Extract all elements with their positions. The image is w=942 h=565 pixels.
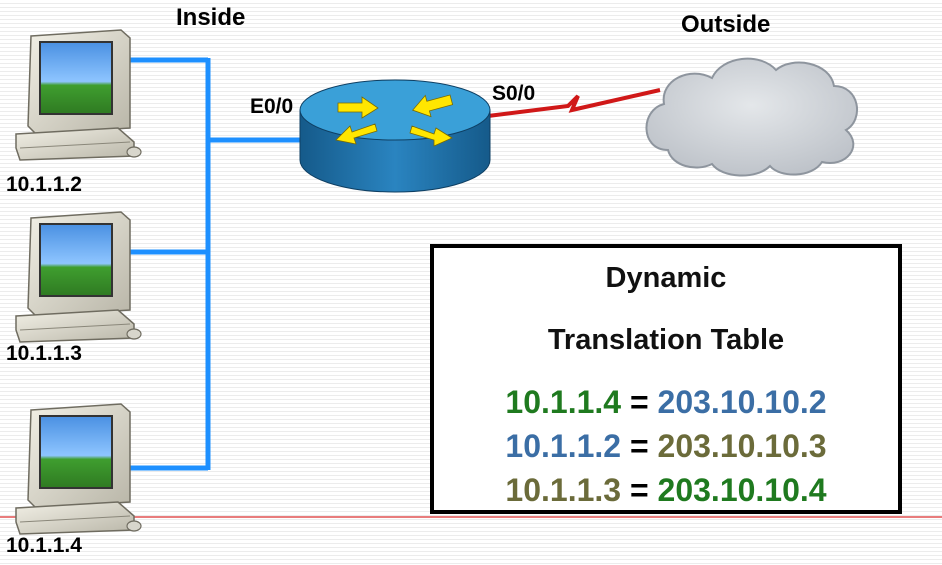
s0-0-interface-label: S0/0	[492, 82, 536, 105]
outside-address: 203.10.10.3	[657, 428, 827, 464]
host-ip-label: 10.1.1.4	[6, 534, 82, 557]
inside-address: 10.1.1.3	[505, 472, 622, 508]
wan-link	[487, 88, 661, 118]
inside-label: Inside	[176, 4, 246, 31]
e0-0-interface-label: E0/0	[250, 95, 294, 118]
pc-icon	[15, 29, 142, 161]
inside-address: 10.1.1.2	[505, 428, 622, 464]
translation-row: 10.1.1.2 = 203.10.10.3	[434, 428, 898, 465]
outside-address: 203.10.10.4	[657, 472, 827, 508]
table-title-line1: Dynamic	[605, 262, 727, 294]
pc-icon	[15, 403, 142, 535]
table-title-line2: Translation Table	[547, 324, 785, 356]
translation-row: 10.1.1.4 = 203.10.10.2	[434, 384, 898, 421]
outside-label: Outside	[681, 11, 771, 38]
lan-links	[122, 57, 305, 471]
equals-sign: =	[629, 384, 649, 420]
inside-address: 10.1.1.4	[505, 384, 622, 420]
translation-table: Dynamic Translation Table 10.1.1.4 = 203…	[430, 244, 902, 514]
host-ip-label: 10.1.1.2	[6, 173, 82, 196]
cloud-icon	[645, 57, 858, 177]
equals-sign: =	[629, 472, 649, 508]
pc-icon	[15, 211, 142, 343]
outside-address: 203.10.10.2	[657, 384, 827, 420]
host-ip-label: 10.1.1.3	[6, 342, 82, 365]
equals-sign: =	[629, 428, 649, 464]
translation-row: 10.1.1.3 = 203.10.10.4	[434, 472, 898, 509]
router-icon	[299, 79, 491, 193]
